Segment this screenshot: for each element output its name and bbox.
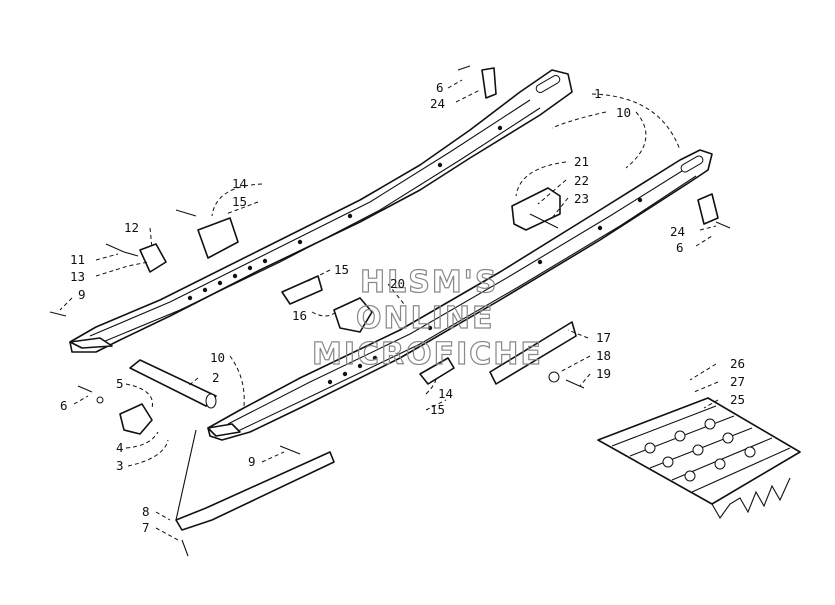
right-bracket xyxy=(697,193,719,225)
watermark: HLSM'S ONLINE MICROFICHE xyxy=(311,264,543,372)
lower-brace xyxy=(419,357,455,385)
callout: 12 xyxy=(124,220,139,235)
callout: 1 xyxy=(594,86,602,101)
callout: 18 xyxy=(596,348,611,363)
callout: 7 xyxy=(142,520,150,535)
upper-bracket xyxy=(481,67,497,99)
callout: 15 xyxy=(334,262,349,277)
callout: 27 xyxy=(730,374,745,389)
callout: 6 xyxy=(676,240,684,255)
callout: 2 xyxy=(212,370,220,385)
slide-runner xyxy=(175,451,335,531)
left-bolt xyxy=(49,311,67,317)
callout: 10 xyxy=(210,350,225,365)
callout: 10 xyxy=(616,105,631,120)
reinforcement-strip xyxy=(489,321,577,385)
callout: 3 xyxy=(116,458,124,473)
watermark-line-2: ONLINE xyxy=(356,301,495,336)
callout: 8 xyxy=(142,504,150,519)
lower-rail-tip xyxy=(207,423,241,437)
upper-rail xyxy=(69,69,573,353)
callout: 26 xyxy=(730,356,745,371)
callout: 17 xyxy=(596,330,611,345)
callout: 4 xyxy=(116,440,124,455)
upper-bolt xyxy=(457,65,471,71)
lower-rail-holes xyxy=(327,197,643,385)
callout: 15 xyxy=(232,194,247,209)
lower-rail xyxy=(207,149,713,441)
top-brace-bolt xyxy=(175,209,197,217)
callout-labels: 1 10 6 24 21 22 23 24 6 14 15 12 11 13 9… xyxy=(60,80,745,535)
small-washer xyxy=(96,396,104,404)
callout: 22 xyxy=(574,173,589,188)
callout: 14 xyxy=(232,176,247,191)
callout: 5 xyxy=(116,376,124,391)
leader-lines xyxy=(59,79,719,541)
callout: 19 xyxy=(596,366,611,381)
axle-bracket xyxy=(333,297,373,333)
callout: 23 xyxy=(574,191,589,206)
callout: 9 xyxy=(78,287,86,302)
shock-pin xyxy=(105,243,139,257)
callout: 24 xyxy=(430,96,445,111)
mid-bracket xyxy=(281,275,323,305)
track-section xyxy=(597,397,801,520)
callout: 14 xyxy=(438,386,453,401)
callout: 21 xyxy=(574,154,589,169)
bumper-block xyxy=(119,403,153,435)
callout: 13 xyxy=(70,269,85,284)
wear-block-screw xyxy=(529,213,559,229)
cross-shaft xyxy=(129,359,217,407)
watermark-line-3: MICROFICHE xyxy=(312,337,543,372)
callout: 11 xyxy=(70,252,85,267)
lower-bolt xyxy=(279,445,301,455)
callout: 16 xyxy=(292,308,307,323)
top-brace xyxy=(197,217,239,259)
wear-block xyxy=(511,187,561,231)
upper-rail-tip xyxy=(69,337,113,349)
callout: 6 xyxy=(60,398,68,413)
callout: 25 xyxy=(730,392,745,407)
small-bolt xyxy=(77,385,93,393)
upper-rail-holes xyxy=(187,125,503,301)
callout: 6 xyxy=(436,80,444,95)
washer xyxy=(548,371,560,383)
strip-bolt xyxy=(565,379,585,389)
shock-mount xyxy=(139,243,167,273)
runner-screw xyxy=(181,539,189,557)
callout: 20 xyxy=(390,276,405,291)
right-bolt xyxy=(715,221,731,229)
watermark-line-1: HLSM'S xyxy=(360,265,498,300)
callout: 15 xyxy=(430,402,445,417)
shaft-end xyxy=(205,393,217,409)
callout: 9 xyxy=(248,454,256,469)
callout: 24 xyxy=(670,224,685,239)
